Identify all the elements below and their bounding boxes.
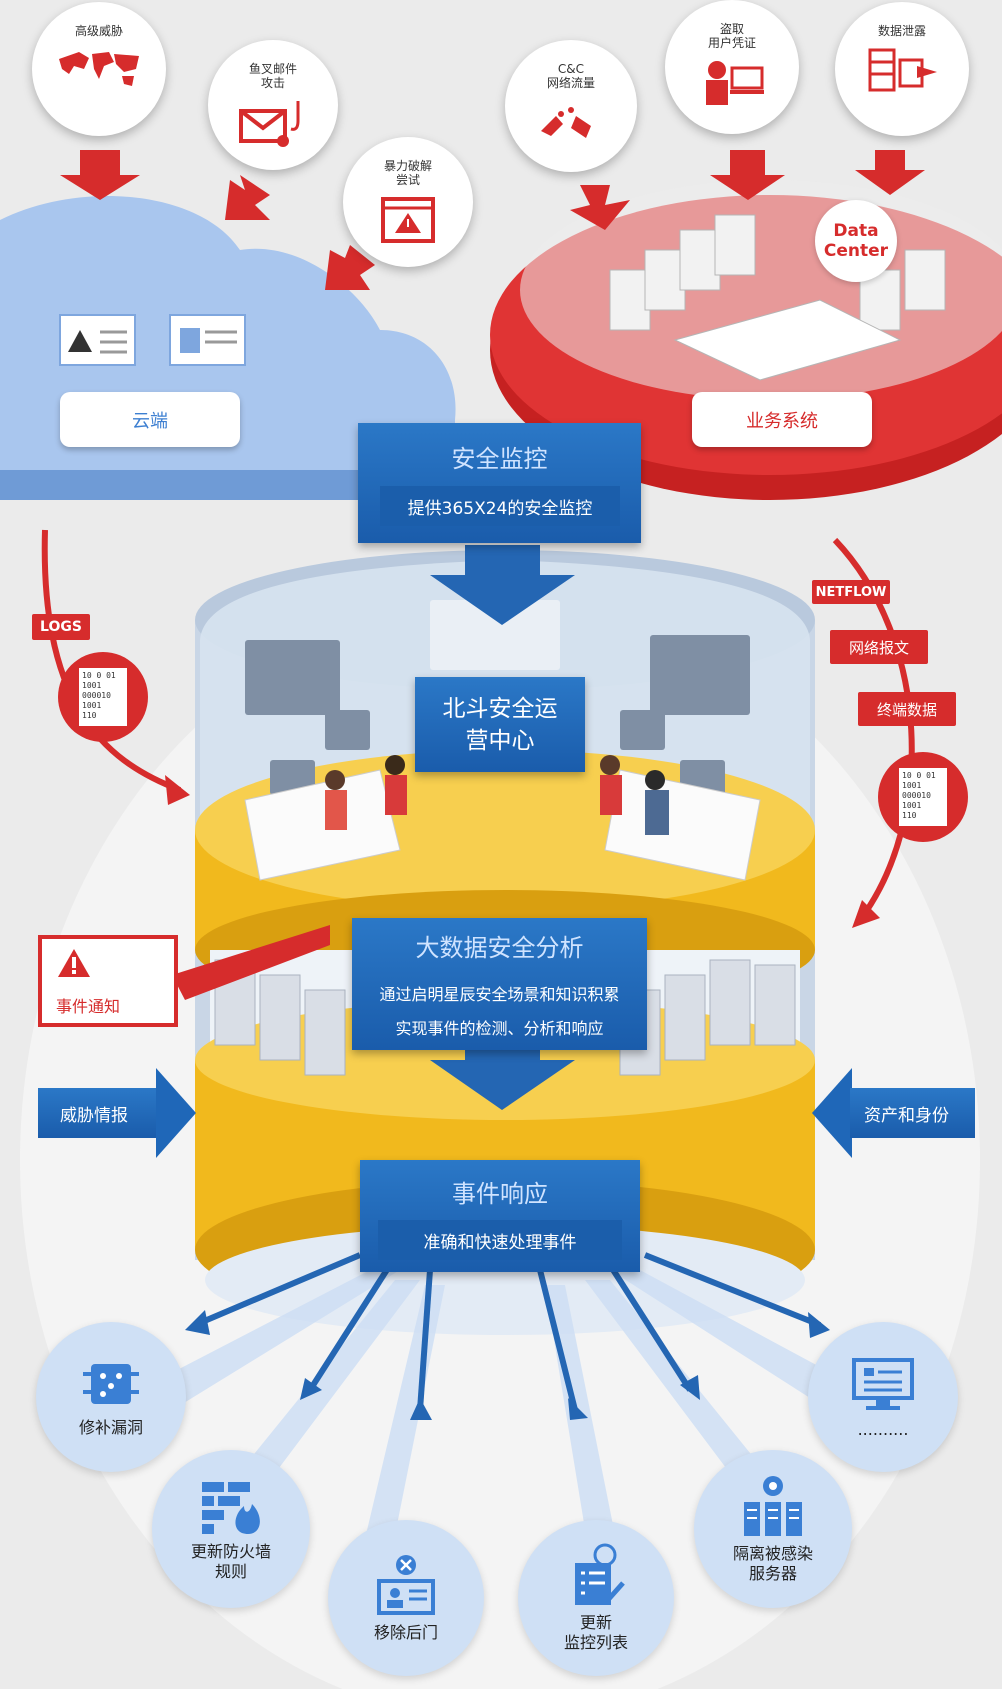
threat-advanced: 高级威胁	[32, 2, 166, 136]
threat-label: C&C 网络流量	[546, 62, 595, 90]
business-label-box: 业务系统	[692, 392, 872, 447]
threat-bruteforce: 暴力破解 尝试	[343, 137, 473, 267]
warning-icon	[58, 949, 90, 977]
logs-binary-badge: 10 0 01 1001 000010 1001 110	[58, 652, 148, 742]
endpoint-data-tag: 终端数据	[858, 692, 956, 726]
network-packet-tag: 网络报文	[830, 630, 928, 664]
business-label: 业务系统	[746, 410, 818, 432]
threat-label: 高级威胁	[74, 24, 123, 38]
threat-data-leak: 数据泄露	[835, 2, 969, 136]
cloud-label: 云端	[132, 410, 168, 432]
threat-label: 数据泄露	[877, 24, 926, 38]
security-monitoring-box: 安全监控 提供365X24的安全监控	[358, 423, 641, 543]
biohazard-server-icon	[744, 1476, 802, 1536]
threat-label: 暴力破解 尝试	[383, 159, 432, 187]
threat-cnc: C&C 网络流量	[505, 40, 637, 172]
cloud-window-icons	[59, 314, 246, 366]
thief-icon	[706, 61, 764, 105]
netflow-binary-badge: 10 0 01 1001 000010 1001 110	[878, 752, 968, 842]
assets-identity-box: 资产和身份	[850, 1088, 975, 1138]
netflow-binary: 10 0 01 1001 000010 1001 110	[899, 768, 947, 826]
action-update-watchlist: 更新 监控列表	[518, 1520, 674, 1676]
netflow-tag: NETFLOW	[812, 580, 890, 604]
action-more: ..........	[808, 1322, 958, 1472]
action-label: 移除后门	[373, 1623, 438, 1642]
response-subtitle: 准确和快速处理事件	[423, 1232, 577, 1253]
response-title: 事件响应	[452, 1180, 548, 1208]
action-remove-backdoor: 移除后门	[328, 1520, 484, 1676]
action-label: 修补漏洞	[78, 1418, 143, 1437]
id-card-remove-icon	[377, 1555, 435, 1615]
analysis-down-arrow	[430, 1040, 575, 1110]
network-packet-label: 网络报文	[848, 638, 909, 657]
monitoring-subtitle-bar: 提供365X24的安全监控	[380, 486, 620, 526]
browser-alert-icon	[381, 197, 435, 243]
phishing-mail-icon	[239, 101, 300, 147]
cloud-label-box: 云端	[60, 392, 240, 447]
incident-response-box: 事件响应 准确和快速处理事件	[360, 1160, 640, 1272]
monitor-icon	[852, 1358, 914, 1410]
event-notice-label: 事件通知	[56, 997, 121, 1016]
big-data-analysis-box: 大数据安全分析 通过启明星辰安全场景和知识积累 实现事件的检测、分析和响应	[352, 918, 647, 1050]
logs-tag-label: LOGS	[40, 619, 82, 635]
endpoint-data-label: 终端数据	[876, 700, 937, 719]
action-label: 更新防火墙 规则	[190, 1542, 271, 1581]
threat-intel-arrowhead	[156, 1068, 196, 1158]
hands-icon	[541, 107, 591, 138]
assets-arrowhead	[812, 1068, 852, 1158]
threat-phishing: 鱼叉邮件 攻击	[208, 40, 338, 170]
checklist-icon	[575, 1543, 625, 1605]
action-label: 更新 监控列表	[563, 1613, 628, 1652]
monitoring-title: 安全监控	[451, 445, 548, 473]
event-notice-box: 事件通知	[38, 935, 178, 1027]
assets-identity-label: 资产和身份	[864, 1105, 949, 1126]
monitoring-subtitle: 提供365X24的安全监控	[407, 498, 593, 519]
analysis-line-1: 通过启明星辰安全场景和知识积累	[379, 985, 620, 1004]
server-export-icon	[868, 48, 937, 92]
world-map-icon	[59, 52, 139, 86]
threat-intel-label: 威胁情报	[60, 1105, 128, 1126]
action-label: ..........	[857, 1420, 909, 1439]
action-isolate-server: 隔离被感染 服务器	[694, 1450, 852, 1608]
analysis-title: 大数据安全分析	[415, 934, 584, 962]
action-update-firewall: 更新防火墙 规则	[152, 1450, 310, 1608]
firewall-icon	[202, 1482, 260, 1534]
logs-tag: LOGS	[32, 614, 90, 640]
response-subtitle-bar: 准确和快速处理事件	[378, 1220, 622, 1260]
netflow-tag-label: NETFLOW	[815, 584, 887, 600]
action-label: 隔离被感染 服务器	[732, 1544, 813, 1583]
threat-intel-box: 威胁情报	[38, 1088, 158, 1138]
soc-title: 北斗安全运 营中心	[442, 695, 558, 754]
threat-label: 鱼叉邮件 攻击	[248, 62, 297, 90]
threat-credential-theft: 盗取 用户凭证	[665, 0, 799, 134]
soc-center-box: 北斗安全运 营中心	[415, 677, 585, 772]
data-center-badge: Data Center	[815, 200, 897, 282]
action-patch-vulnerability: 修补漏洞	[36, 1322, 186, 1472]
monitor-down-arrow	[430, 545, 575, 625]
chip-icon	[83, 1364, 139, 1404]
analysis-line-2: 实现事件的检测、分析和响应	[395, 1019, 604, 1038]
threat-label: 盗取 用户凭证	[707, 22, 756, 50]
logs-binary: 10 0 01 1001 000010 1001 110	[79, 668, 127, 726]
